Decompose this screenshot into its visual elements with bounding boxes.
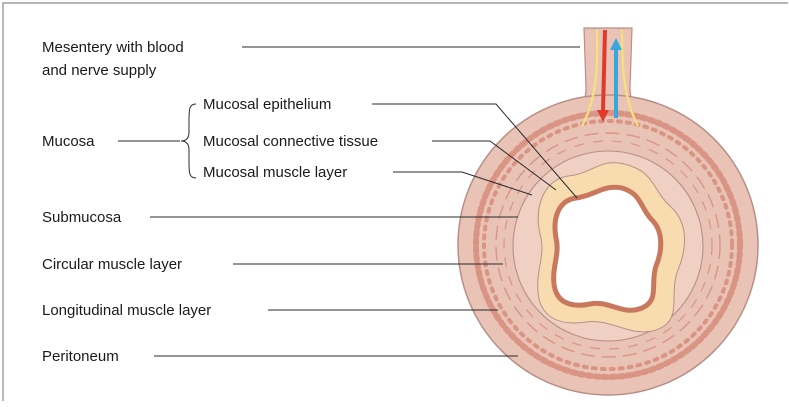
label-mucosal-connective-tissue: Mucosal connective tissue <box>203 133 378 150</box>
label-peritoneum: Peritoneum <box>42 348 119 365</box>
label-submucosa: Submucosa <box>42 209 122 226</box>
label-mucosa: Mucosa <box>42 133 95 150</box>
label-circular-muscle-layer: Circular muscle layer <box>42 256 182 273</box>
label-longitudinal-muscle-layer: Longitudinal muscle layer <box>42 302 211 319</box>
artery-arrow <box>603 30 605 112</box>
label-mucosal-epithelium: Mucosal epithelium <box>203 96 331 113</box>
label-mucosal-muscle-layer: Mucosal muscle layer <box>203 164 347 181</box>
label-mesentery-line2: and nerve supply <box>42 62 157 79</box>
mucosa-brace <box>181 104 196 178</box>
label-mesentery-line1: Mesentery with blood <box>42 39 184 56</box>
mucosal-epithelium-layer <box>554 187 661 310</box>
